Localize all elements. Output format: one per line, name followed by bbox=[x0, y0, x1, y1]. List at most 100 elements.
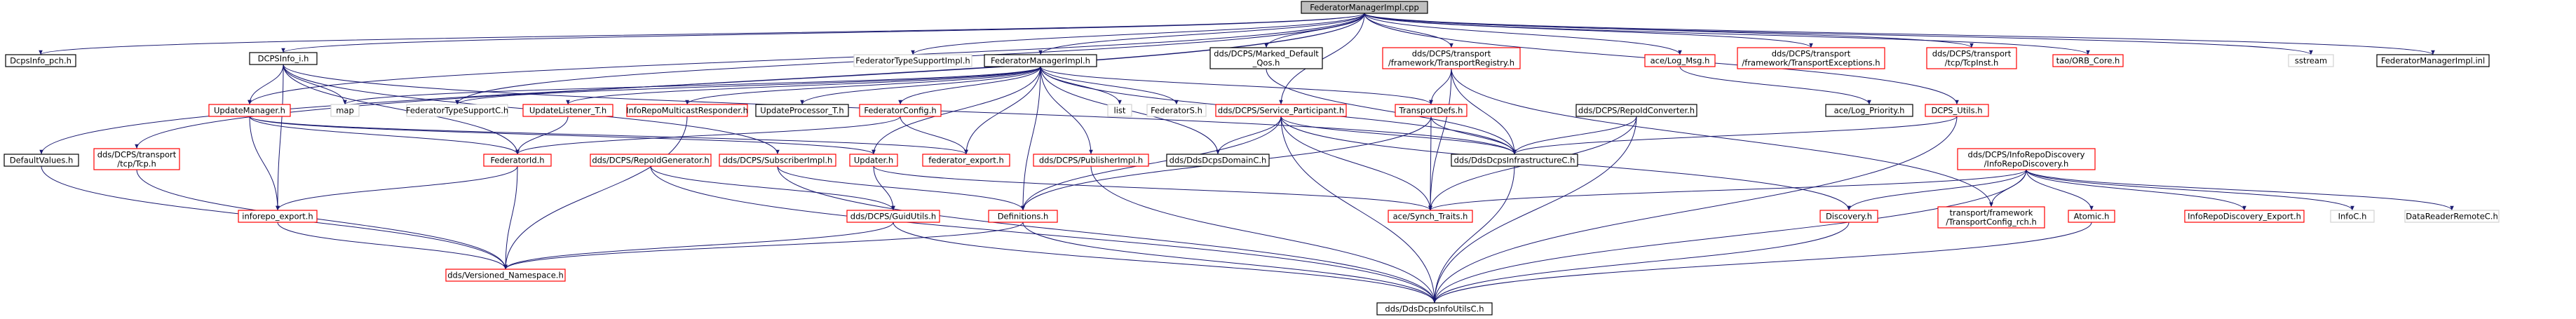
node-label: FederatorS.h bbox=[1151, 106, 1202, 116]
node-box bbox=[590, 154, 712, 167]
node-box bbox=[1926, 47, 2017, 69]
node-list[interactable]: list bbox=[1107, 104, 1132, 117]
edge-federator_id-to-inforepo_export bbox=[276, 165, 518, 211]
node-discovery[interactable]: Discovery.h bbox=[1819, 210, 1878, 223]
node-label: TransportDefs.h bbox=[1399, 106, 1463, 116]
node-update_processor[interactable]: UpdateProcessor_T.h bbox=[755, 104, 849, 117]
edge-repoid_generator-to-guid_utils bbox=[650, 165, 895, 211]
node-versioned_namespace[interactable]: dds/Versioned_Namespace.h bbox=[445, 269, 566, 282]
edge-discovery-to-dds_dcps_infoutilsc bbox=[1432, 222, 1850, 304]
node-fedmgrimpl_inl[interactable]: FederatorManagerImpl.inl bbox=[2376, 54, 2490, 67]
node-label: federator_export.h bbox=[928, 156, 1004, 165]
edge-subscriber_impl-to-dds_dcps_infoutilsc bbox=[777, 165, 1437, 304]
node-atomic[interactable]: Atomic.h bbox=[2068, 210, 2115, 223]
edge-dcps_utils-to-dds_dcps_infrastructurec bbox=[1512, 116, 1958, 155]
node-map[interactable]: map bbox=[330, 104, 360, 117]
node-label: dds/Versioned_Namespace.h bbox=[447, 271, 564, 280]
node-federator_id[interactable]: FederatorId.h bbox=[483, 154, 552, 167]
node-fedtypesupportc[interactable]: FederatorTypeSupportC.h bbox=[406, 104, 508, 117]
node-fedtypesupportimpl[interactable]: FederatorTypeSupportImpl.h bbox=[853, 54, 972, 67]
node-box bbox=[2068, 210, 2115, 223]
node-inforepo_multicast[interactable]: InfoRepoMulticastResponder.h bbox=[626, 104, 748, 117]
node-label: Definitions.h bbox=[998, 212, 1049, 222]
node-fedmgrimpl_h[interactable]: FederatorManagerImpl.h bbox=[984, 54, 1097, 67]
node-federators[interactable]: FederatorS.h bbox=[1146, 104, 1207, 117]
node-label: DataReaderRemoteC.h bbox=[2406, 212, 2498, 222]
node-label: map bbox=[336, 106, 354, 116]
node-default_values[interactable]: DefaultValues.h bbox=[4, 154, 79, 167]
node-definitions[interactable]: Definitions.h bbox=[988, 210, 1058, 223]
node-transport_defs[interactable]: TransportDefs.h bbox=[1395, 104, 1467, 117]
node-update_manager[interactable]: UpdateManager.h bbox=[208, 104, 291, 117]
node-box bbox=[1644, 54, 1716, 67]
node-label: dds/DdsDcpsInfrastructureC.h bbox=[1454, 156, 1575, 165]
edge-root-to-fedtypesupportimpl bbox=[911, 13, 1365, 55]
node-federator_export[interactable]: federator_export.h bbox=[922, 154, 1010, 167]
edge-root-to-tcp_inst bbox=[1364, 13, 1974, 48]
node-box bbox=[1937, 206, 2045, 229]
node-box bbox=[238, 210, 318, 223]
edge-service_participant-to-dds_dcps_infrastructurec bbox=[1280, 116, 1517, 155]
node-sstream[interactable]: sstream bbox=[2288, 54, 2334, 67]
node-repoid_converter[interactable]: dds/DCPS/RepoIdConverter.h bbox=[1575, 104, 1697, 117]
node-root: FederatorManagerImpl.cpp bbox=[1301, 1, 1428, 14]
edge-definitions-to-versioned_namespace bbox=[503, 222, 1024, 270]
node-label: dds/DCPS/transport/framework/TransportEx… bbox=[1742, 49, 1880, 68]
node-transport_registry[interactable]: dds/DCPS/transport/framework/TransportRe… bbox=[1382, 47, 1521, 69]
node-transportconfig_rch[interactable]: transport/framework/TransportConfig_rch.… bbox=[1937, 206, 2045, 229]
node-box bbox=[483, 154, 552, 167]
node-label: list bbox=[1114, 106, 1126, 116]
node-ace_synch_traits[interactable]: ace/Synch_Traits.h bbox=[1388, 210, 1473, 223]
node-subscriber_impl[interactable]: dds/DCPS/SubscriberImpl.h bbox=[719, 154, 836, 167]
node-dcps_utils[interactable]: DCPS_Utils.h bbox=[1925, 104, 1989, 117]
node-dds_dcps_infrastructurec[interactable]: dds/DdsDcpsInfrastructureC.h bbox=[1451, 154, 1578, 167]
node-guid_utils[interactable]: dds/DCPS/GuidUtils.h bbox=[846, 210, 940, 223]
node-federator_config[interactable]: FederatorConfig.h bbox=[859, 104, 942, 117]
node-dcpsinfo_i[interactable]: DCPSInfo_i.h bbox=[249, 52, 318, 65]
node-box bbox=[5, 54, 76, 67]
node-repoid_generator[interactable]: dds/DCPS/RepoIdGenerator.h bbox=[590, 154, 712, 167]
node-pch[interactable]: DcpsInfo_pch.h bbox=[5, 54, 76, 67]
edge-fedmgrimpl_h-to-federator_export bbox=[964, 66, 1041, 155]
node-label: dds/DCPS/GuidUtils.h bbox=[850, 212, 936, 222]
edge-fedmgrimpl_h-to-fedtypesupportc bbox=[455, 66, 1041, 105]
node-label: dds/DCPS/RepoIdConverter.h bbox=[1578, 106, 1695, 116]
edge-federator_config-to-federator_id bbox=[515, 116, 901, 155]
node-update_listener[interactable]: UpdateListener_T.h bbox=[522, 104, 614, 117]
edge-root-to-fedmgrimpl_h bbox=[1038, 13, 1365, 55]
node-inforepo_discovery_export[interactable]: InfoRepoDiscovery_Export.h bbox=[2184, 210, 2305, 223]
node-dds_dcps_domainc[interactable]: dds/DdsDcpsDomainC.h bbox=[1166, 154, 1270, 167]
node-box bbox=[1451, 154, 1578, 167]
node-box bbox=[846, 210, 940, 223]
node-box bbox=[1382, 47, 1521, 69]
edge-transport_defs-to-dds_dcps_infrastructurec bbox=[1430, 116, 1517, 155]
node-ace_log_msg[interactable]: ace/Log_Msg.h bbox=[1644, 54, 1716, 67]
edge-atomic-to-dds_dcps_infoutilsc bbox=[1432, 222, 2092, 304]
node-transport_exceptions[interactable]: dds/DCPS/transport/framework/TransportEx… bbox=[1737, 47, 1885, 69]
node-infoc[interactable]: InfoC.h bbox=[2330, 210, 2375, 223]
node-tcp_inst[interactable]: dds/DCPS/transport/tcp/TcpInst.h bbox=[1926, 47, 2017, 69]
edge-marked_default_qos-to-dds_dcps_infrastructurec bbox=[1266, 68, 1517, 155]
edge-root-to-fedmgrimpl_inl bbox=[1364, 13, 2435, 55]
edge-transport_registry-to-transportconfig_rch bbox=[1451, 68, 1993, 208]
edge-update_manager-to-federator_export bbox=[249, 116, 968, 155]
node-label: ace/Synch_Traits.h bbox=[1393, 212, 1468, 222]
node-inforepo_export[interactable]: inforepo_export.h bbox=[238, 210, 318, 223]
node-tcp_tcp[interactable]: dds/DCPS/transport/tcp/Tcp.h bbox=[93, 148, 180, 170]
node-marked_default_qos[interactable]: dds/DCPS/Marked_Default_Qos.h bbox=[1209, 47, 1323, 69]
node-service_participant[interactable]: dds/DCPS/Service_Participant.h bbox=[1215, 104, 1347, 117]
edge-tcp_tcp-to-versioned_namespace bbox=[136, 169, 508, 270]
node-box bbox=[922, 154, 1010, 167]
node-tao_orb_core[interactable]: tao/ORB_Core.h bbox=[2052, 54, 2124, 67]
node-ace_log_priority[interactable]: ace/Log_Priority.h bbox=[1825, 104, 1913, 117]
edge-fedmgrimpl_h-to-update_listener bbox=[566, 66, 1041, 105]
node-box bbox=[1033, 154, 1149, 167]
node-label: UpdateListener_T.h bbox=[529, 106, 606, 116]
node-label: FederatorManagerImpl.h bbox=[991, 56, 1090, 66]
node-datareader_remotec[interactable]: DataReaderRemoteC.h bbox=[2404, 210, 2500, 223]
node-updater[interactable]: Updater.h bbox=[849, 154, 898, 167]
node-dds_dcps_infoutilsc[interactable]: dds/DdsDcpsInfoUtilsC.h bbox=[1376, 302, 1493, 315]
node-inforepo_discovery[interactable]: dds/DCPS/InfoRepoDiscovery/InfoRepoDisco… bbox=[1957, 148, 2096, 170]
node-publisher_impl[interactable]: dds/DCPS/PublisherImpl.h bbox=[1033, 154, 1149, 167]
node-box bbox=[2376, 54, 2490, 67]
